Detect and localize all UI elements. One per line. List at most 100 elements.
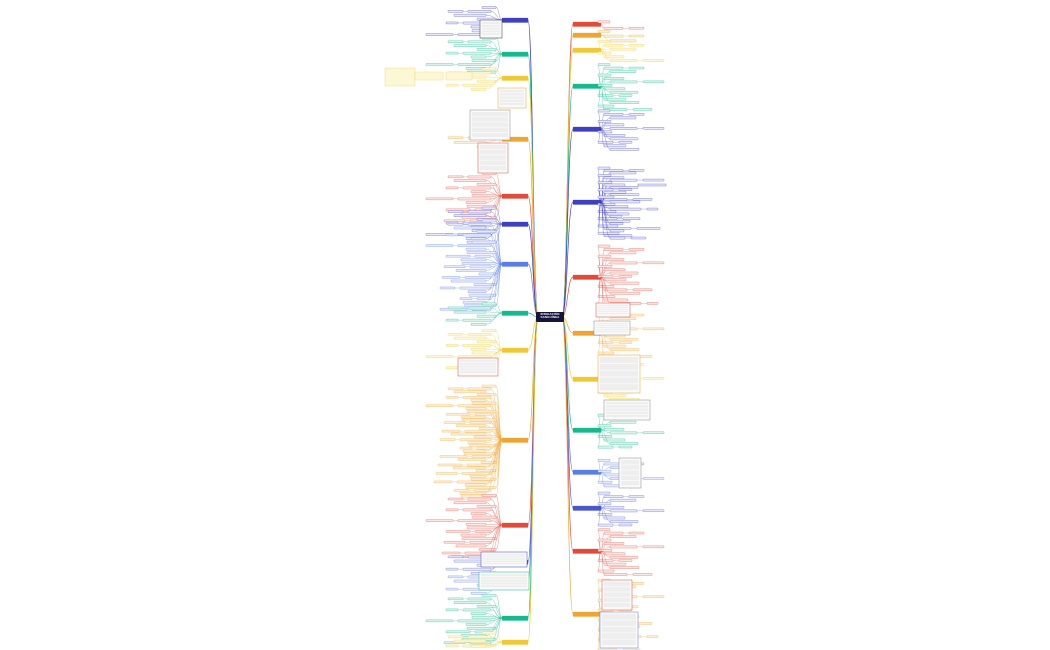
subtopic-node xyxy=(603,169,624,172)
sub-connector xyxy=(495,516,503,526)
sub-connector xyxy=(600,49,611,61)
main-topic-node[interactable] xyxy=(501,51,529,57)
subtopic-node xyxy=(459,492,487,495)
main-topic-node[interactable] xyxy=(572,548,602,554)
subtopic-node xyxy=(465,623,487,626)
leaf-node xyxy=(628,313,645,317)
subtopic-node xyxy=(466,251,497,254)
main-topic-node[interactable] xyxy=(572,469,602,475)
leaf-node xyxy=(637,183,667,187)
leaf-node xyxy=(445,644,459,648)
branch-connector xyxy=(561,128,574,318)
subtopic-node xyxy=(470,323,487,326)
main-topic-node[interactable] xyxy=(501,17,529,23)
image-content-row xyxy=(598,307,628,309)
image-content-row xyxy=(600,357,638,363)
subtopic-node xyxy=(597,63,611,66)
main-topic-node[interactable] xyxy=(501,639,529,645)
subtopic-node xyxy=(597,210,617,213)
central-topic[interactable]: IRRIGACIÓN SANGUÍNEA xyxy=(536,312,564,322)
main-topic-node[interactable] xyxy=(572,47,602,53)
subtopic-node xyxy=(603,144,627,148)
subtopic-node xyxy=(467,223,492,226)
subtopic-node xyxy=(464,429,492,433)
main-topic-node[interactable] xyxy=(572,126,602,132)
subtopic-node xyxy=(603,428,625,431)
sub-connector xyxy=(495,411,503,441)
image-content-row xyxy=(621,480,639,486)
main-topic-node[interactable] xyxy=(572,274,602,280)
subtopic-node xyxy=(597,244,611,248)
subtopic-node xyxy=(603,97,627,101)
sub-connector xyxy=(600,507,611,511)
subtopic-node xyxy=(463,452,497,456)
subtopic-node xyxy=(603,123,625,127)
main-topic-node[interactable] xyxy=(572,376,602,382)
subtopic-node xyxy=(609,236,626,240)
subtopic-node xyxy=(462,83,492,87)
subtopic-node xyxy=(474,255,492,258)
leaf-node xyxy=(642,595,665,598)
sub-connector xyxy=(495,77,503,82)
subtopic-node xyxy=(467,175,492,179)
main-topic-node[interactable] xyxy=(572,32,602,38)
subtopic-node xyxy=(609,556,639,559)
main-topic-node[interactable] xyxy=(572,505,602,511)
leaf-node xyxy=(642,477,665,480)
subtopic-node xyxy=(455,269,487,272)
subtopic-node xyxy=(603,542,625,545)
sub-connector xyxy=(490,617,503,643)
main-topic-node[interactable] xyxy=(501,615,529,621)
image-content-row xyxy=(500,102,524,106)
sub-connector xyxy=(490,223,503,235)
main-topic-node[interactable] xyxy=(501,75,529,81)
leaf-node xyxy=(642,377,665,380)
main-topic-node[interactable] xyxy=(572,611,602,617)
main-topic-node[interactable] xyxy=(572,21,602,27)
branch-connector xyxy=(561,316,574,552)
leaf-node xyxy=(425,63,454,66)
sub-connector xyxy=(495,207,503,225)
main-topic-node[interactable] xyxy=(501,193,529,199)
leaf-node xyxy=(632,198,653,201)
leaf-node xyxy=(445,255,471,258)
subtopic-node xyxy=(609,178,638,182)
image-content-row xyxy=(596,329,628,331)
main-topic-node[interactable] xyxy=(572,427,602,433)
main-topic-node[interactable] xyxy=(501,310,529,316)
main-topic-node[interactable] xyxy=(501,437,529,443)
leaf-node xyxy=(435,472,458,475)
image-content-row xyxy=(500,96,524,99)
subtopic-node xyxy=(476,393,497,396)
sub-connector xyxy=(600,128,611,139)
main-topic-node[interactable] xyxy=(572,83,602,89)
leaf-node xyxy=(618,94,633,97)
sub-connector xyxy=(495,37,503,55)
main-topic-node[interactable] xyxy=(501,221,529,227)
image-content-row xyxy=(480,150,506,155)
sub-connector xyxy=(490,53,503,65)
subtopic-node xyxy=(603,205,629,208)
subtopic-node xyxy=(467,597,492,601)
subtopic-node xyxy=(603,506,625,509)
subtopic-node xyxy=(603,212,630,216)
image-content-row xyxy=(604,587,630,592)
subtopic-node xyxy=(457,619,492,623)
sub-connector xyxy=(600,550,611,568)
subtopic-node xyxy=(609,171,637,175)
leaf-node xyxy=(453,489,470,492)
subtopic-node xyxy=(462,567,492,571)
subtopic-node xyxy=(597,195,615,199)
main-topic-node[interactable] xyxy=(501,522,529,528)
leaf-node xyxy=(447,40,464,43)
sub-connector xyxy=(600,85,611,103)
main-topic-node[interactable] xyxy=(501,261,529,267)
main-topic-node[interactable] xyxy=(501,347,529,353)
subtopic-node xyxy=(467,290,487,293)
subtopic-node xyxy=(597,217,618,221)
branch-connector xyxy=(561,85,574,318)
main-topic-node[interactable] xyxy=(572,199,602,205)
sub-connector xyxy=(490,422,503,441)
image-content-row xyxy=(483,560,525,562)
